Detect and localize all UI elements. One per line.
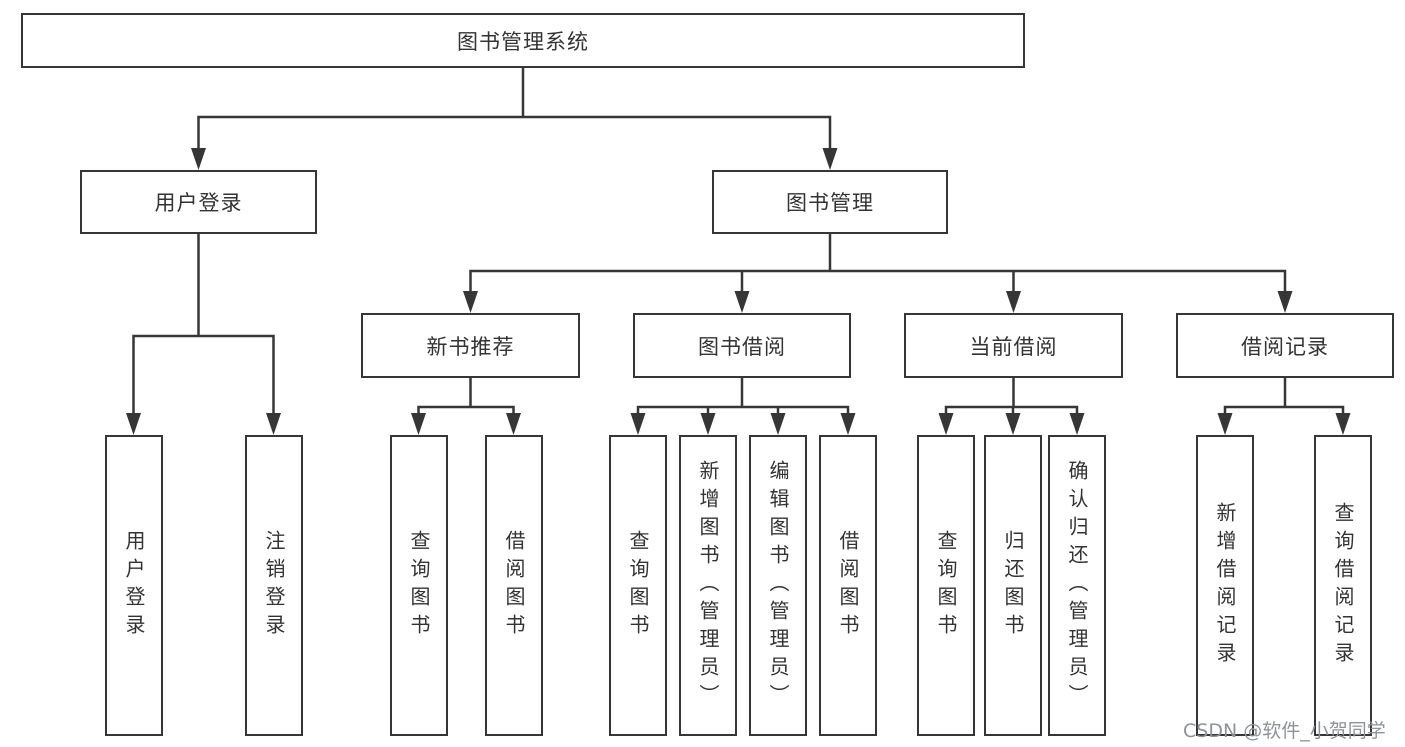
node-borrow-books-leaf: 借阅图书 (819, 435, 877, 736)
node-add-books-admin: 新增图书（管理员） (679, 435, 737, 736)
node-add-borrow-record: 新增借阅记录 (1196, 435, 1254, 736)
node-current-borrowing: 当前借阅 (904, 313, 1123, 378)
node-book-borrowing: 图书借阅 (633, 313, 851, 378)
node-borrow-books-recommend: 借阅图书 (485, 435, 543, 736)
node-confirm-return-admin: 确认归还（管理员） (1048, 435, 1106, 736)
watermark-text: CSDN @软件_小贺同学 (1183, 720, 1386, 742)
node-borrowing-records: 借阅记录 (1176, 313, 1394, 378)
node-new-book-recommendation: 新书推荐 (361, 313, 580, 378)
node-book-management: 图书管理 (712, 170, 948, 234)
node-query-borrow-record: 查询借阅记录 (1314, 435, 1372, 736)
node-edit-books-admin: 编辑图书（管理员） (749, 435, 807, 736)
node-query-books-borrowing: 查询图书 (609, 435, 667, 736)
node-library-management-system: 图书管理系统 (21, 13, 1025, 68)
node-user-login: 用户登录 (80, 170, 317, 234)
node-logout: 注销登录 (245, 435, 303, 736)
node-return-books: 归还图书 (984, 435, 1042, 736)
node-user-login-leaf: 用户登录 (105, 435, 163, 736)
node-query-books-recommend: 查询图书 (390, 435, 448, 736)
node-query-books-current: 查询图书 (917, 435, 975, 736)
